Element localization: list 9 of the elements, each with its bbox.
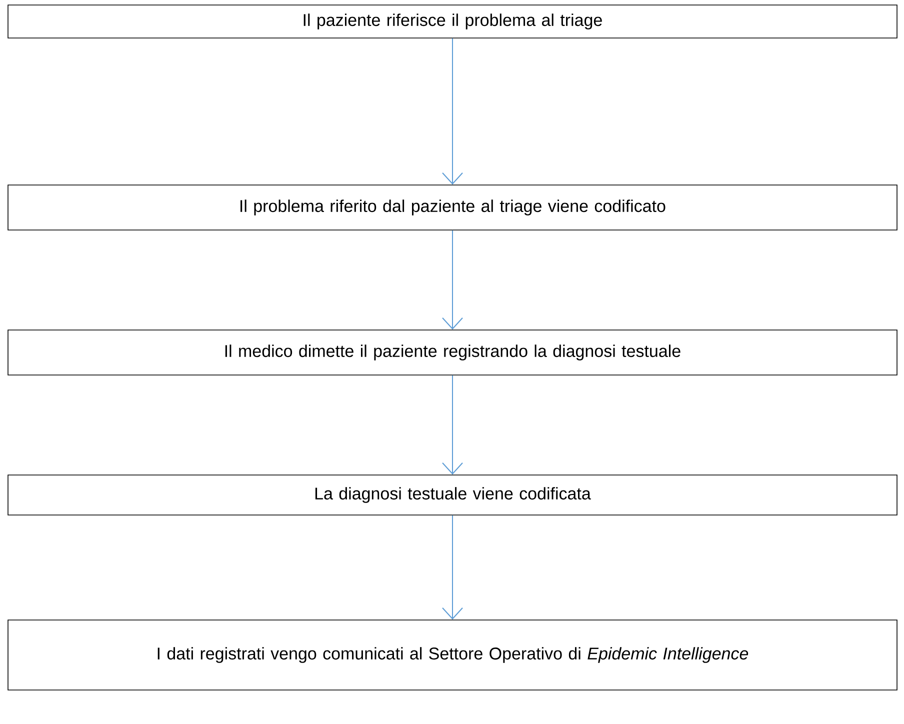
arrow (442, 374, 463, 475)
arrow (442, 38, 463, 185)
arrow (442, 230, 463, 330)
process-box: I dati registrati vengo comunicati al Settore Operativo di Epidemic Intelligence (8, 620, 898, 690)
process-box: Il medico dimette il paziente registrando la diagnosi testuale (8, 330, 898, 376)
process-box: La diagnosi testuale viene codificata (8, 474, 898, 516)
process-box: Il paziente riferisce il problema al triage (8, 4, 898, 38)
arrow (442, 514, 463, 620)
process-box: Il problema riferito dal paziente al triage viene codificato (8, 184, 898, 230)
